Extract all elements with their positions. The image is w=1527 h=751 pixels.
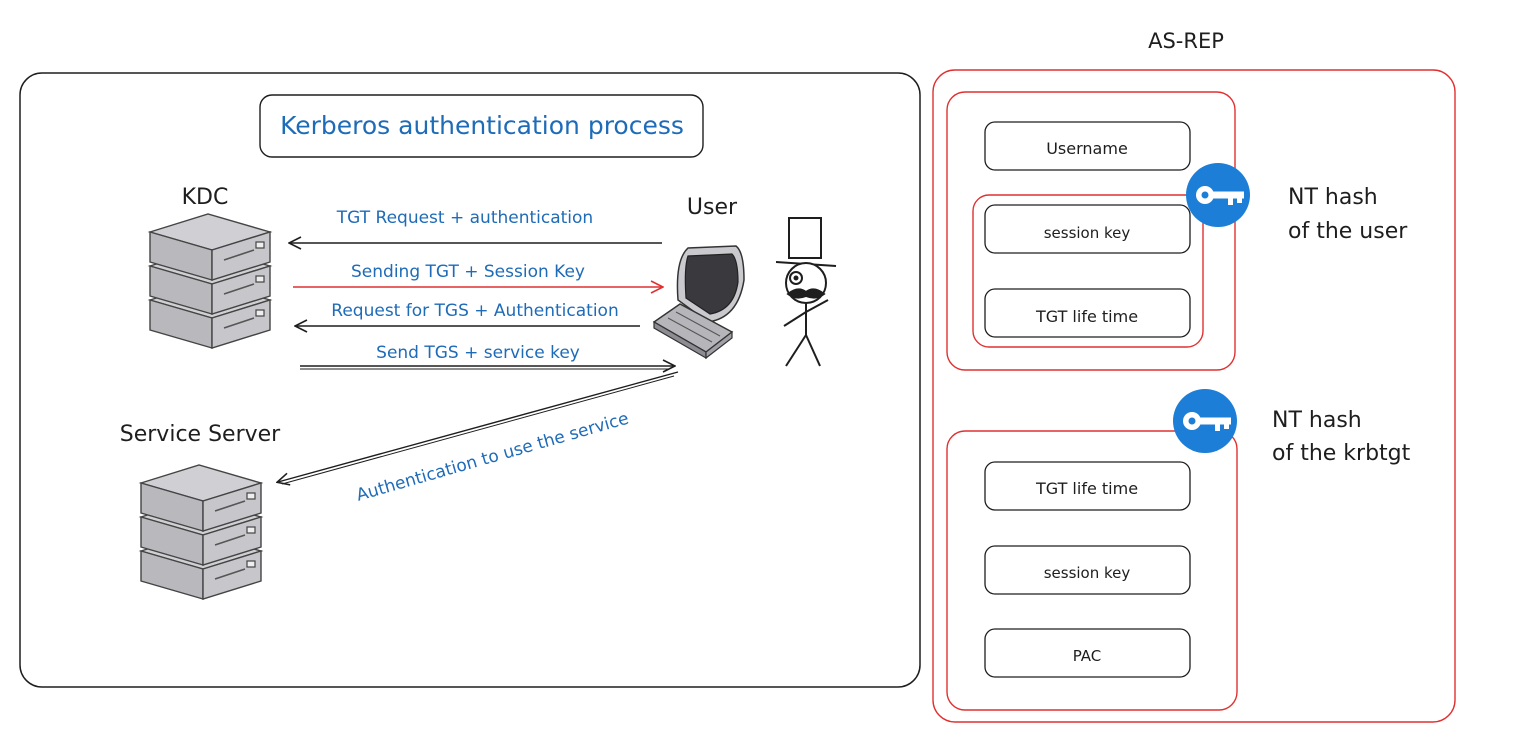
field-tgt-lifetime: TGT life time (1035, 307, 1138, 326)
service-server-icon (140, 464, 262, 600)
key-icon (1186, 163, 1250, 227)
key-label-krbtgt-line1: NT hash (1272, 408, 1362, 433)
field-session-key-2-box (984, 545, 1191, 595)
arrow-auth-service-double (281, 375, 675, 485)
arrow-auth-service (278, 371, 679, 482)
field-username: Username (1046, 139, 1128, 158)
key-label-krbtgt-line2: of the krbtgt (1272, 441, 1411, 466)
computer-icon (652, 245, 745, 360)
service-server-label: Service Server (120, 422, 281, 447)
left-panel (19, 72, 921, 688)
user-figure-icon (775, 217, 837, 367)
field-tgt-lifetime-2-box (984, 461, 1191, 511)
page-title: Kerberos authentication process (280, 111, 684, 140)
field-pac-box (984, 628, 1191, 678)
field-session-key-2: session key (1044, 564, 1131, 582)
kdc-server-icon (149, 213, 271, 349)
as-rep-heading: AS-REP (1148, 29, 1224, 53)
field-username-box (984, 121, 1191, 171)
arrow-label-tgt-request: TGT Request + authentication (336, 208, 593, 228)
field-session-key-box (984, 204, 1191, 254)
title-box (259, 94, 704, 158)
arrow-label-request-tgs: Request for TGS + Authentication (331, 301, 618, 321)
field-pac: PAC (1073, 647, 1102, 665)
user-encrypted-block (946, 91, 1236, 371)
field-tgt-lifetime-2: TGT life time (1035, 479, 1138, 498)
field-tgt-lifetime-box (984, 288, 1191, 338)
key-icon (1173, 389, 1237, 453)
arrow-label-send-tgs: Send TGS + service key (376, 343, 580, 363)
field-session-key: session key (1044, 224, 1131, 242)
key-label-user-line2: of the user (1288, 219, 1408, 244)
key-label-user-line1: NT hash (1288, 185, 1378, 210)
session-block (972, 194, 1204, 348)
arrow-label-sending-tgt: Sending TGT + Session Key (351, 262, 585, 282)
user-label: User (687, 195, 738, 220)
kdc-label: KDC (182, 185, 229, 210)
krbtgt-encrypted-block (946, 430, 1238, 711)
as-rep-panel (932, 69, 1456, 723)
